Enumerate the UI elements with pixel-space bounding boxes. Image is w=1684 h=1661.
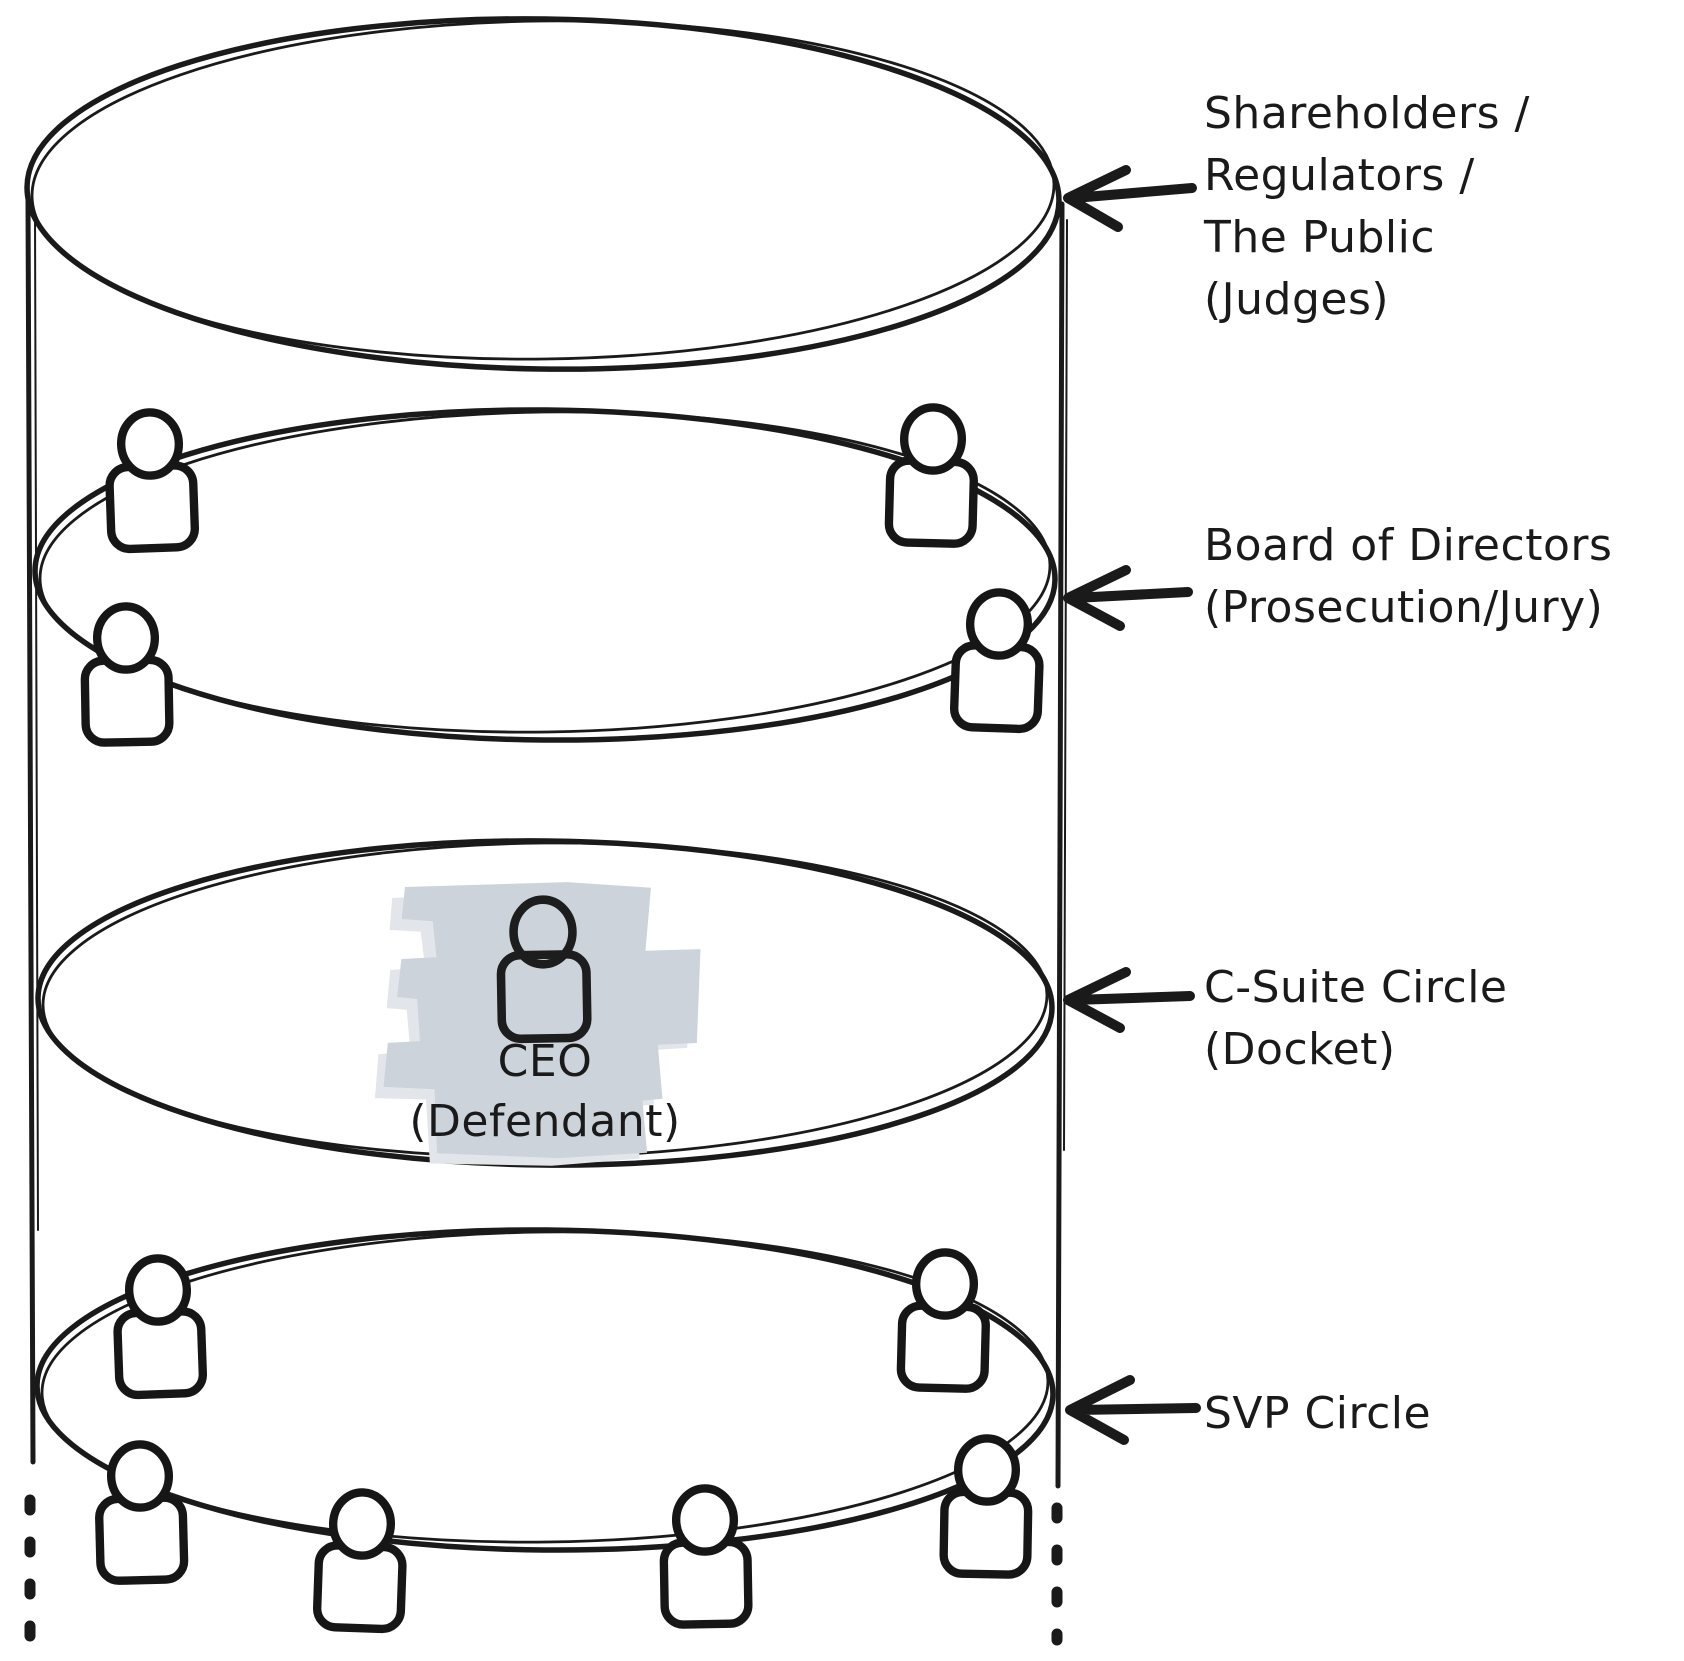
person-icon (663, 1488, 749, 1625)
top-ellipse (24, 16, 1062, 372)
person-icon (954, 591, 1042, 730)
person-icon (888, 406, 975, 544)
ceo-label: CEO (Defendant) (409, 1036, 680, 1147)
annotation-board-line-2: (Prosecution/Jury) (1204, 582, 1603, 633)
svp-people (97, 1251, 1029, 1629)
person-icon (97, 1443, 184, 1581)
board-ellipse (32, 407, 1058, 743)
ceo-person-icon (496, 895, 592, 1044)
ceo-label-subtitle: (Defendant) (409, 1096, 680, 1147)
arrow-left-icon (1063, 967, 1195, 1033)
person-icon (943, 1438, 1029, 1575)
svp-ellipse (34, 1227, 1056, 1553)
annotation-board: Board of Directors (Prosecution/Jury) (1063, 520, 1612, 633)
person-icon (900, 1251, 987, 1389)
annotation-shareholders-line-3: The Public (1203, 212, 1435, 263)
arrow-left-icon (1065, 1375, 1201, 1445)
cylinder-right-wall (1055, 201, 1065, 1489)
ceo-label-title: CEO (498, 1036, 593, 1087)
person-icon (317, 1491, 405, 1630)
annotation-csuite-line-1: C-Suite Circle (1204, 962, 1508, 1013)
annotation-shareholders: Shareholders / Regulators / The Public (… (1063, 88, 1530, 325)
person-icon (115, 1257, 203, 1396)
person-icon (107, 411, 195, 550)
cylinder-left-wall (25, 197, 36, 1465)
ceo-highlight (374, 882, 701, 1166)
arrow-left-icon (1063, 565, 1193, 631)
annotation-svp: SVP Circle (1065, 1375, 1431, 1445)
annotation-shareholders-line-1: Shareholders / (1204, 88, 1530, 139)
annotation-shareholders-line-2: Regulators / (1204, 150, 1475, 201)
cylinder (24, 16, 1068, 1661)
annotation-board-line-1: Board of Directors (1204, 520, 1612, 571)
cylinder-left-wall-echo (34, 214, 39, 1231)
arrow-left-icon (1063, 165, 1197, 232)
annotation-csuite-line-2: (Docket) (1204, 1024, 1396, 1075)
person-icon (84, 606, 170, 743)
annotation-csuite: C-Suite Circle (Docket) (1063, 962, 1508, 1075)
annotation-shareholders-line-4: (Judges) (1204, 274, 1389, 325)
cylinder-right-wall-echo (1063, 219, 1068, 1151)
annotation-svp-line-1: SVP Circle (1204, 1388, 1431, 1439)
